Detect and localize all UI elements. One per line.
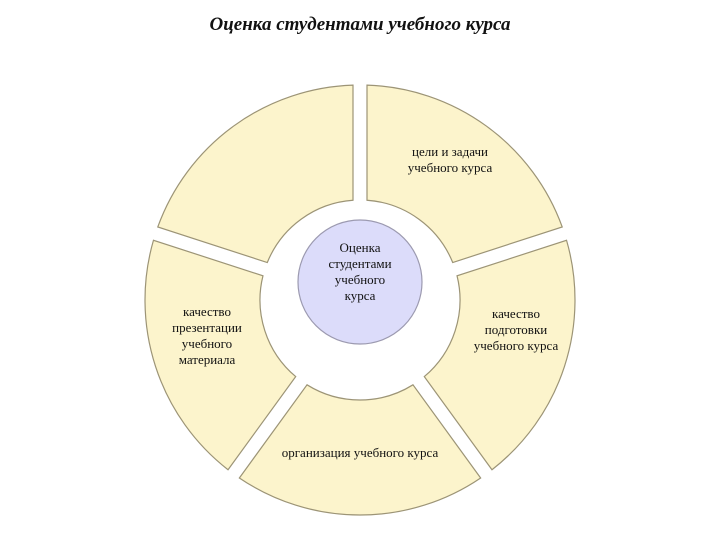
segment-preparation-shape (238, 384, 482, 516)
segment-label-line: учебного курса (474, 338, 559, 353)
center-label-line: Оценка (340, 240, 381, 255)
segment-presentation-shape (157, 84, 354, 264)
segment-goals-shape (423, 239, 576, 471)
segment-organization: организация учебного курса (144, 239, 439, 471)
segment-label-line: подготовки (485, 322, 547, 337)
center-label-line: курса (345, 288, 376, 303)
segment-label-line: качество (183, 304, 231, 319)
segment-label-line: учебного (182, 336, 232, 351)
segment-organization-label: организация учебного курса (282, 445, 439, 460)
diagram-title: Оценка студентами учебного курса (209, 14, 511, 35)
segment-label-line: организация учебного курса (282, 445, 439, 460)
segment-label-line: учебного курса (408, 160, 493, 175)
center-label-line: студентами (328, 256, 391, 271)
segment-label-line: цели и задачи (412, 144, 488, 159)
segment-suitability-shape (366, 84, 563, 264)
segment-organization-shape (144, 239, 297, 471)
segment-label-line: материала (179, 352, 236, 367)
segment-ring: пригодностьучебного курсадля дальнейшего… (144, 84, 576, 516)
segment-label-line: презентации (172, 320, 242, 335)
center-circle (297, 219, 423, 345)
segment-label-line: качество (492, 306, 540, 321)
center-label-line: учебного (335, 272, 385, 287)
